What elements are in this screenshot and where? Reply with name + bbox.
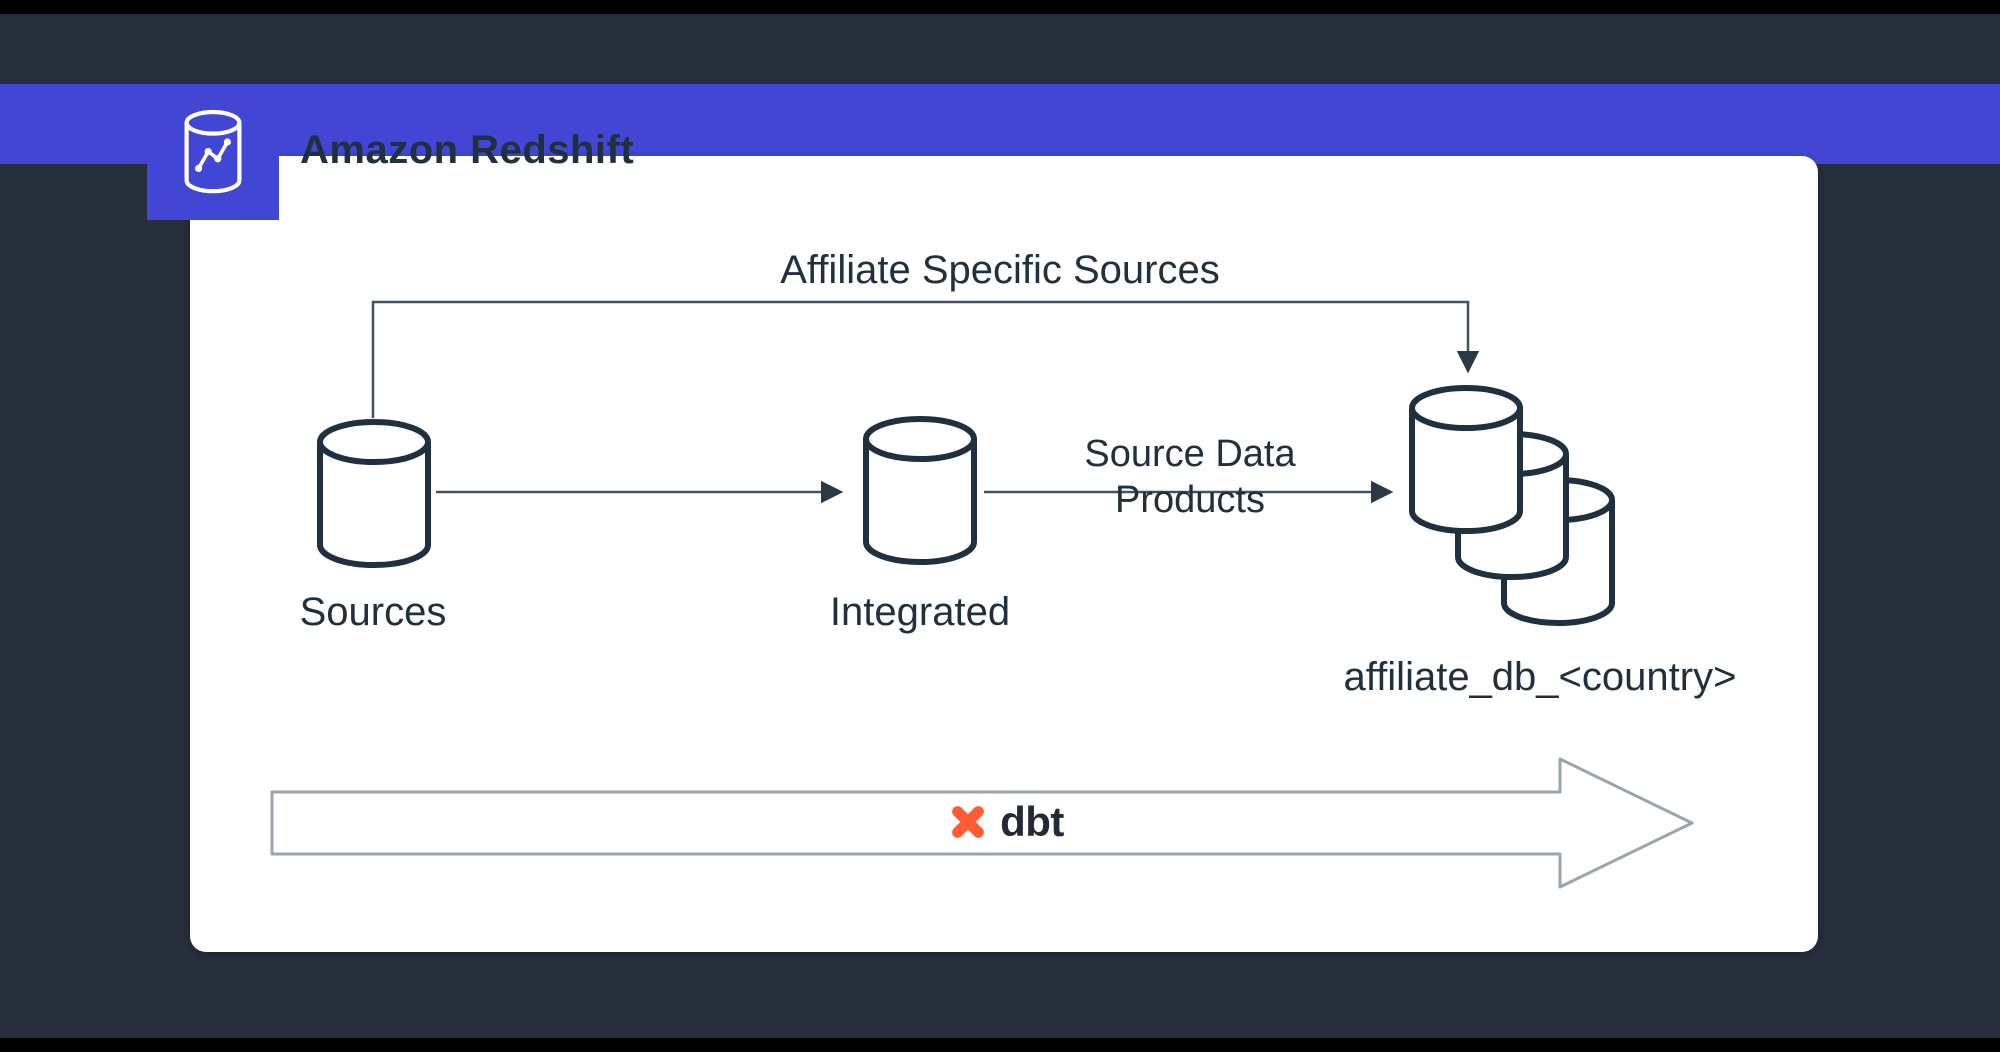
source-data-products-line1: Source Data xyxy=(1084,433,1296,475)
dbt-wordmark: dbt xyxy=(1000,798,1064,845)
header-band xyxy=(0,84,2000,164)
top-letterbox xyxy=(0,0,2000,14)
bottom-letterbox xyxy=(0,1038,2000,1052)
dbt-logo: dbt xyxy=(905,796,1105,848)
source-data-products-label: Source Data Products xyxy=(1040,432,1340,523)
affiliate-specific-sources-label: Affiliate Specific Sources xyxy=(780,248,1220,292)
pipeline-arrow xyxy=(270,757,1694,889)
affiliate-db-cylinder-front xyxy=(1406,382,1526,537)
redshift-icon-tile xyxy=(147,88,279,220)
dbt-icon xyxy=(952,806,984,838)
source-data-products-line2: Products xyxy=(1115,478,1265,521)
sources-label: Sources xyxy=(299,590,447,634)
integrated-label: Integrated xyxy=(829,590,1011,634)
brand-title: Amazon Redshift xyxy=(300,128,635,172)
sources-cylinder xyxy=(314,416,434,571)
affiliate-db-label: affiliate_db_<country> xyxy=(1343,655,1737,699)
redshift-database-icon xyxy=(184,109,242,194)
integrated-cylinder xyxy=(860,413,980,568)
